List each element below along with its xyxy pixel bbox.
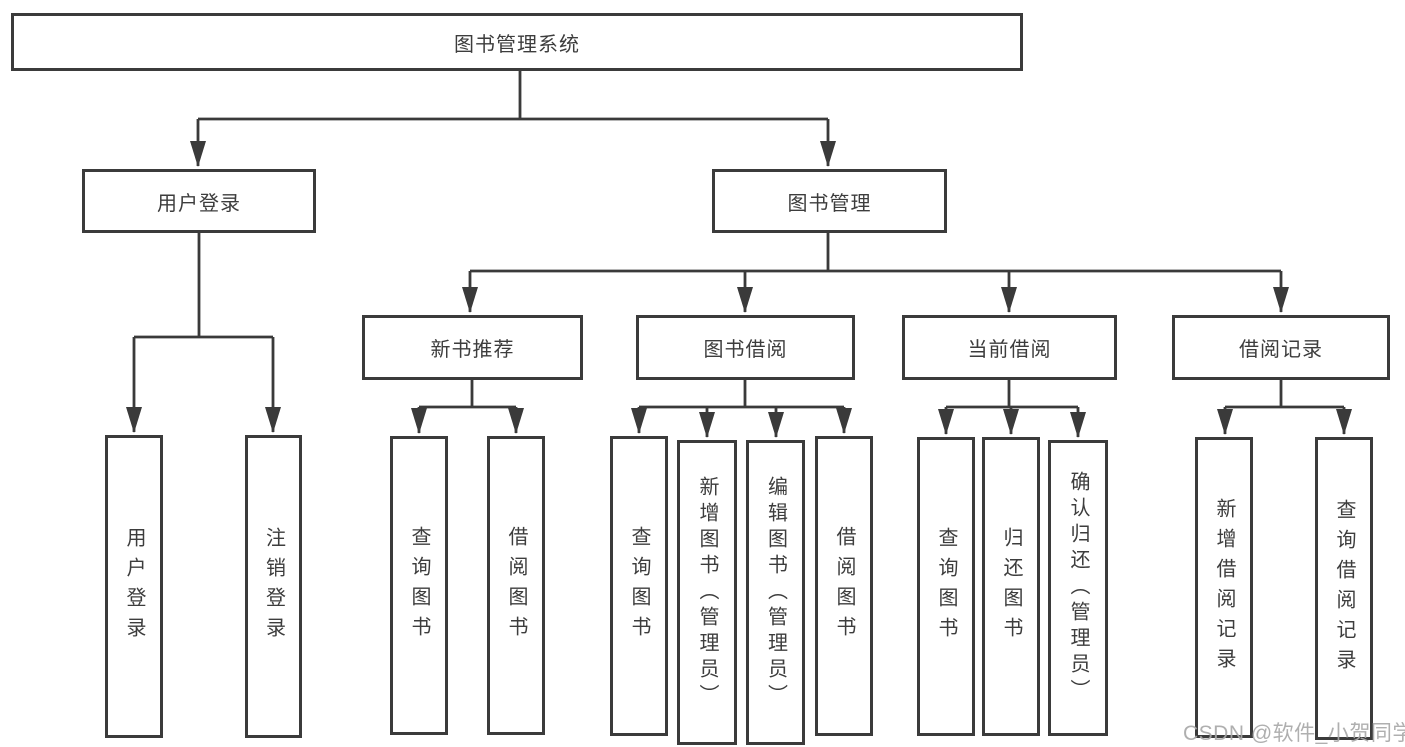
node-leaf-query-books-1: 查询图书 — [390, 436, 448, 735]
node-leaf-logout-label: 注销登录 — [262, 526, 285, 647]
node-leaf-query-books-2: 查询图书 — [610, 436, 668, 736]
node-leaf-add-books-admin-label: 新增图书（管理员） — [696, 475, 718, 710]
node-leaf-borrow-books-2-label: 借阅图书 — [833, 526, 855, 646]
node-leaf-confirm-return-admin-label: 确认归还（管理员） — [1067, 471, 1089, 705]
node-library-management-system: 图书管理系统 — [11, 13, 1023, 71]
node-leaf-user-login-label: 用户登录 — [123, 526, 145, 647]
node-leaf-return-books: 归还图书 — [982, 437, 1040, 736]
node-leaf-query-books-3: 查询图书 — [917, 437, 975, 736]
node-leaf-edit-books-admin-label: 编辑图书（管理员） — [764, 475, 787, 710]
node-borrowing-records: 借阅记录 — [1172, 315, 1390, 380]
node-book-borrowing: 图书借阅 — [636, 315, 855, 380]
node-current-borrowing: 当前借阅 — [902, 315, 1117, 380]
node-leaf-edit-books-admin: 编辑图书（管理员） — [746, 440, 805, 745]
node-leaf-return-books-label: 归还图书 — [1000, 526, 1022, 647]
csdn-watermark: CSDN @软件_小贺同学 — [1183, 722, 1405, 745]
node-leaf-borrow-books-1: 借阅图书 — [487, 436, 545, 735]
node-leaf-user-login: 用户登录 — [105, 435, 163, 738]
node-leaf-add-borrow-record: 新增借阅记录 — [1195, 437, 1253, 738]
connectors — [126, 70, 1352, 438]
node-leaf-query-books-2-label: 查询图书 — [628, 526, 650, 646]
node-leaf-query-books-3-label: 查询图书 — [935, 526, 957, 647]
node-new-book-recommendation: 新书推荐 — [362, 315, 583, 380]
node-leaf-confirm-return-admin: 确认归还（管理员） — [1048, 440, 1108, 736]
node-leaf-query-borrow-record-label: 查询借阅记录 — [1333, 498, 1355, 679]
node-leaf-query-borrow-record: 查询借阅记录 — [1315, 437, 1373, 740]
node-leaf-add-books-admin: 新增图书（管理员） — [677, 440, 737, 745]
node-leaf-logout: 注销登录 — [245, 435, 302, 738]
node-user-login: 用户登录 — [82, 169, 316, 233]
node-book-management: 图书管理 — [712, 169, 947, 233]
node-leaf-add-borrow-record-label: 新增借阅记录 — [1213, 497, 1235, 678]
node-leaf-query-books-1-label: 查询图书 — [408, 525, 430, 646]
node-leaf-borrow-books-1-label: 借阅图书 — [505, 525, 527, 646]
node-leaf-borrow-books-2: 借阅图书 — [815, 436, 873, 736]
